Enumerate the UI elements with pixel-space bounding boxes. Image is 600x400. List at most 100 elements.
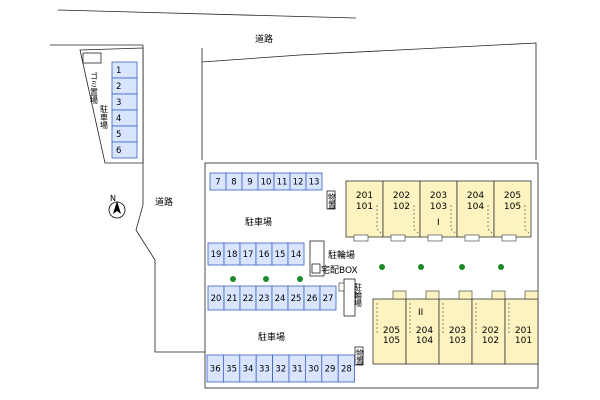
parking-space bbox=[287, 242, 305, 266]
apartment-unit bbox=[438, 298, 473, 365]
building-1-name: I bbox=[437, 218, 440, 228]
garbage-box bbox=[82, 52, 102, 64]
tree-icon bbox=[263, 276, 269, 282]
tree-icon bbox=[418, 264, 424, 270]
unit-number-upper: 203 bbox=[430, 191, 447, 201]
unit-porch bbox=[427, 234, 443, 242]
parking-space bbox=[111, 141, 138, 159]
storage-2 bbox=[354, 346, 364, 366]
parking-space-number: 24 bbox=[275, 294, 286, 304]
parking-space-number: 1 bbox=[116, 66, 121, 76]
parking-space bbox=[337, 354, 356, 383]
parking-space-number: 10 bbox=[261, 178, 272, 188]
parking-space-number: 23 bbox=[259, 294, 270, 304]
unit-number-upper: 204 bbox=[416, 326, 433, 336]
garbage-label: ゴミ置場 bbox=[90, 71, 99, 105]
unit-porch bbox=[464, 234, 480, 242]
parking-space-number: 17 bbox=[243, 250, 254, 260]
storage-1 bbox=[326, 190, 336, 210]
unit-number-lower: 103 bbox=[430, 202, 447, 212]
unit-partition bbox=[450, 205, 456, 234]
unit-porch bbox=[458, 290, 473, 300]
bicycle-parking-1-label: 駐輪場 bbox=[328, 249, 355, 261]
parking-space-number: 4 bbox=[116, 114, 121, 124]
apartment-unit bbox=[471, 298, 506, 365]
unit-porch bbox=[392, 290, 407, 300]
unit-partition bbox=[376, 205, 382, 234]
parking-space-number: 21 bbox=[227, 294, 238, 304]
unit-number-lower: 104 bbox=[416, 336, 433, 346]
north-label: N bbox=[110, 194, 116, 203]
parking-space-number: 30 bbox=[308, 365, 319, 375]
unit-number-lower: 105 bbox=[504, 202, 521, 212]
unit-number-lower: 105 bbox=[383, 336, 400, 346]
tree-icon bbox=[498, 264, 504, 270]
parking-space-number: 26 bbox=[307, 294, 318, 304]
bicycle-parking-2-label: 駐輪場 bbox=[354, 282, 363, 308]
unit-partition bbox=[487, 205, 493, 234]
parking-space bbox=[305, 172, 323, 191]
parking-row-3: 20 21 22 23 24 25 26 27 bbox=[207, 285, 337, 311]
parking-space-number: 11 bbox=[277, 178, 288, 188]
parking-space-number: 16 bbox=[259, 250, 270, 260]
parking-space-number: 27 bbox=[323, 294, 334, 304]
bicycle-parking-2-inner bbox=[338, 282, 345, 292]
unit-porch bbox=[524, 290, 539, 300]
parking-space-number: 25 bbox=[291, 294, 302, 304]
unit-number-upper: 205 bbox=[504, 191, 521, 201]
parking-space-number: 8 bbox=[231, 178, 236, 188]
parking-space-number: 3 bbox=[116, 98, 121, 108]
main-lot-label-top: 駐車場 bbox=[245, 216, 272, 228]
unit-number-lower: 102 bbox=[393, 202, 410, 212]
parking-space-number: 22 bbox=[243, 294, 254, 304]
parking-space bbox=[319, 285, 337, 311]
unit-number-upper: 202 bbox=[393, 191, 410, 201]
top-road-line-1 bbox=[57, 9, 357, 19]
unit-number-lower: 101 bbox=[356, 202, 373, 212]
parking-space-number: 14 bbox=[291, 250, 302, 260]
parking-space-number: 35 bbox=[226, 365, 237, 375]
unit-number-upper: 201 bbox=[356, 191, 373, 201]
trees bbox=[230, 264, 504, 282]
apartment-unit bbox=[372, 298, 407, 365]
unit-number-upper: 202 bbox=[482, 326, 499, 336]
parking-space-number: 15 bbox=[275, 250, 286, 260]
parking-space-number: 28 bbox=[341, 365, 352, 375]
bicycle-parking-2 bbox=[343, 278, 356, 317]
unit-partition bbox=[524, 205, 530, 234]
tree-icon bbox=[297, 276, 303, 282]
parking-space-number: 20 bbox=[211, 294, 222, 304]
apartment-unit bbox=[504, 298, 539, 365]
parking-space-number: 18 bbox=[227, 250, 238, 260]
storage-2-label: 物置 bbox=[356, 348, 365, 365]
parking-space-number: 19 bbox=[211, 250, 222, 260]
unit-porch bbox=[425, 290, 440, 300]
left-road-line-1 bbox=[135, 45, 205, 353]
unit-number-upper: 205 bbox=[383, 326, 400, 336]
upper-left-lot-label: 駐車場 bbox=[100, 104, 109, 130]
delivery-box bbox=[311, 263, 321, 274]
unit-number-lower: 103 bbox=[449, 336, 466, 346]
unit-porch bbox=[390, 234, 406, 242]
unit-porch bbox=[501, 234, 517, 242]
unit-number-upper: 204 bbox=[467, 191, 484, 201]
unit-number-upper: 203 bbox=[449, 326, 466, 336]
left-road-label: 道路 bbox=[155, 196, 173, 208]
tree-icon bbox=[230, 276, 236, 282]
unit-number-upper: 201 bbox=[515, 326, 532, 336]
parking-space-number: 7 bbox=[215, 178, 220, 188]
unit-partition bbox=[413, 205, 419, 234]
apartment-unit bbox=[405, 298, 440, 365]
parking-space-number: 6 bbox=[116, 146, 121, 156]
building-2-name: II bbox=[418, 308, 423, 318]
top-road-line-3 bbox=[201, 42, 537, 160]
parking-space-number: 13 bbox=[309, 178, 320, 188]
parking-space-number: 29 bbox=[325, 365, 336, 375]
delivery-box-label: 宅配BOX bbox=[321, 264, 358, 276]
parking-row-2: 19 18 17 16 15 14 bbox=[207, 242, 305, 266]
